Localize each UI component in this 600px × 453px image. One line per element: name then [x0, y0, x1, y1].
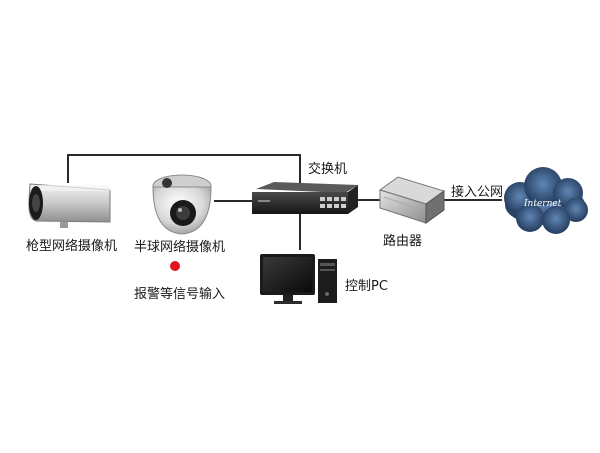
internet-access-label: 接入公网	[451, 185, 504, 200]
router-icon	[378, 176, 446, 224]
dome-camera-icon	[152, 174, 212, 235]
switch-label: 交换机	[308, 162, 348, 177]
connection-lines	[67, 154, 502, 250]
internet-cloud-icon: Internet	[504, 167, 588, 234]
cloud-label: Internet	[523, 199, 562, 209]
alarm-indicator-dot	[170, 261, 180, 271]
alarm-input-label: 报警等信号输入	[134, 287, 226, 302]
switch-icon	[252, 182, 358, 214]
bullet-to-switch-line	[67, 154, 301, 185]
control-pc-icon	[260, 254, 337, 304]
dome-camera-label: 半球网络摄像机	[134, 240, 226, 255]
control-pc-label: 控制PC	[345, 279, 388, 294]
bullet-camera-icon	[28, 183, 111, 228]
router-label: 路由器	[383, 234, 423, 249]
bullet-camera-label: 枪型网络摄像机	[26, 239, 118, 254]
